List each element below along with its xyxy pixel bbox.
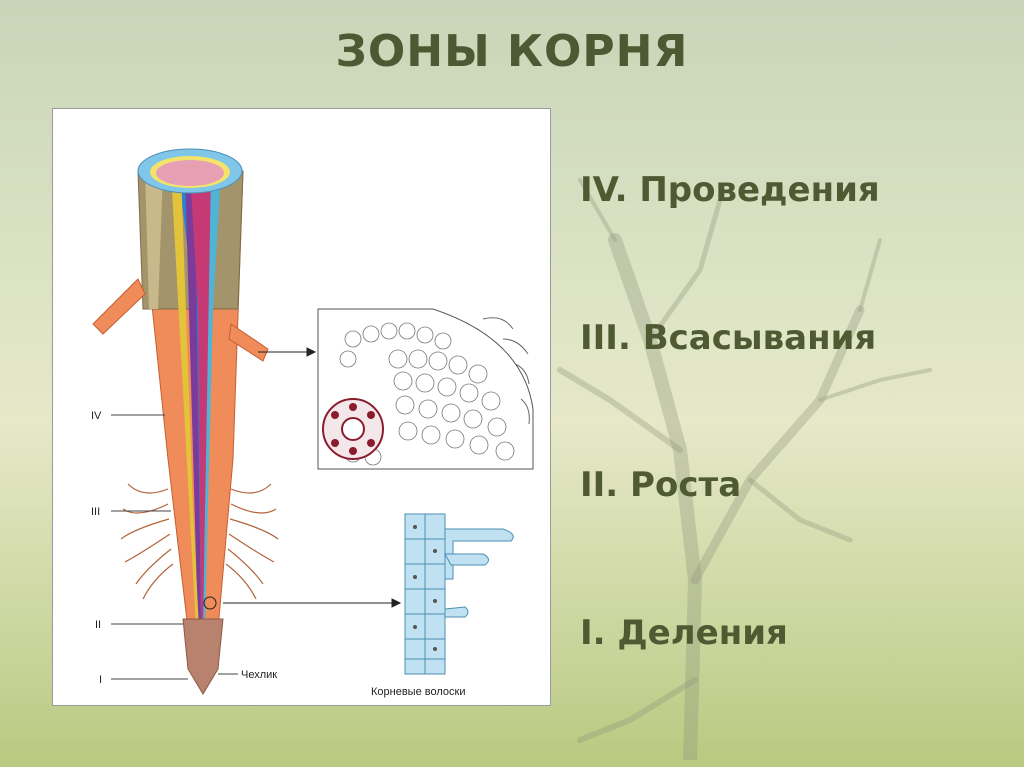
slide-title: ЗОНЫ КОРНЯ xyxy=(0,26,1024,77)
root-zones-figure: IV III II I Чехлик xyxy=(52,108,551,706)
root-cross-section-inset xyxy=(318,309,533,469)
root-hairs-inset xyxy=(405,514,513,674)
zone-item-absorption: III. Всасывания xyxy=(580,318,876,358)
zone-marker-iii: III xyxy=(91,506,100,518)
root-hairs-label: Корневые волоски xyxy=(371,686,465,698)
root-longitudinal-section xyxy=(93,149,278,694)
root-cap-label: Чехлик xyxy=(241,669,277,681)
zone-item-growth: II. Роста xyxy=(580,465,741,505)
root-zones-illustration: IV III II I Чехлик xyxy=(53,109,550,705)
zone-marker-i: I xyxy=(99,674,102,686)
zone-item-conduction: IV. Проведения xyxy=(580,170,880,210)
zone-marker-iv: IV xyxy=(91,410,102,422)
background-tree-image xyxy=(520,120,1000,760)
zone-item-division: I. Деления xyxy=(580,613,788,653)
zone-marker-ii: II xyxy=(95,619,101,631)
